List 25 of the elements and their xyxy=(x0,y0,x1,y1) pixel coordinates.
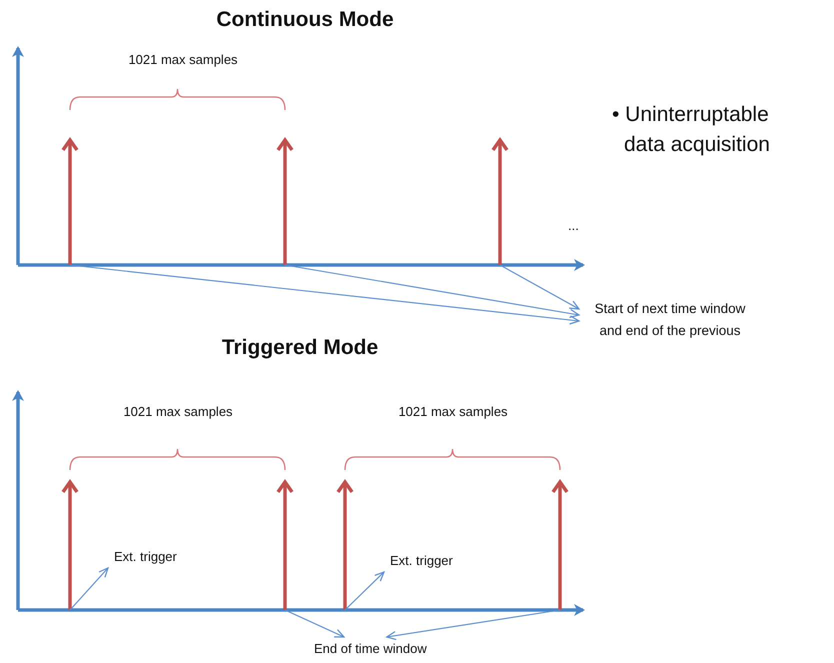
bullet-text: • Uninterruptable data acquisition xyxy=(612,102,771,158)
pulse-arrow xyxy=(276,136,294,265)
pulse-arrow xyxy=(552,478,568,610)
leader-arrow xyxy=(500,264,580,310)
leader-arrow xyxy=(344,571,385,610)
pulse-arrow xyxy=(336,478,354,610)
pulse-arrow xyxy=(276,478,294,610)
leader-arrow xyxy=(284,264,580,318)
annotation-text: End of time window xyxy=(314,641,427,657)
annotation-text: Ext. trigger xyxy=(114,549,177,565)
annotation-text: Ext. trigger xyxy=(390,553,453,569)
section-heading: Continuous Mode xyxy=(215,8,395,32)
annotation-label: ... xyxy=(568,218,579,234)
leader-arrow xyxy=(284,610,345,638)
leader-arrow xyxy=(386,609,560,640)
annotation-label: 1021 max samples xyxy=(127,52,239,68)
pulse-arrow xyxy=(62,478,78,610)
leader-arrow xyxy=(70,567,109,610)
section-heading: Triggered Mode xyxy=(220,336,380,360)
leader-arrow xyxy=(70,264,580,325)
pulse-arrow xyxy=(492,136,508,265)
pulse-arrow xyxy=(62,136,78,265)
annotation-label: 1021 max samples xyxy=(397,404,509,420)
annotation-label: 1021 max samples xyxy=(122,404,234,420)
annotation-text: Start of next time window and end of the previous xyxy=(584,298,756,342)
